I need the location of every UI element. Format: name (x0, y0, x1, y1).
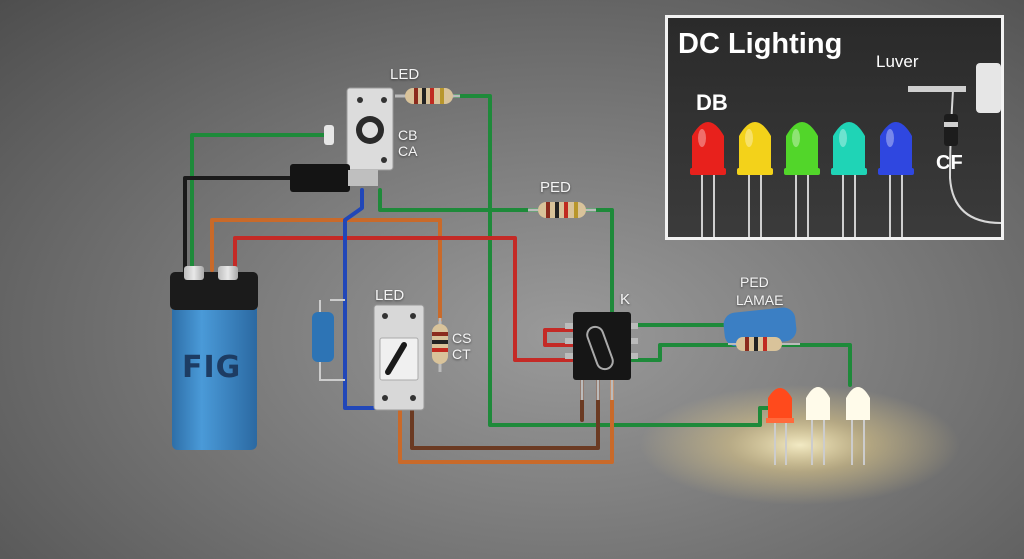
wire-green-right2 (630, 343, 852, 387)
label-led-mid: LED (375, 287, 405, 304)
inset-led-cyan (831, 122, 867, 237)
label-ct: CT (452, 346, 471, 362)
inset-led-row (690, 63, 1001, 237)
label-led-top: LED (390, 66, 420, 83)
inset-led-red (690, 122, 726, 237)
wire-green-led-resistor (453, 94, 782, 427)
ic-k (565, 312, 638, 400)
resistor-ped (528, 202, 596, 218)
wire-brown (410, 378, 600, 450)
inset-probe (908, 86, 966, 92)
inset-db-label: DB (696, 90, 728, 115)
inset-luver-label: Luver (876, 52, 919, 71)
led-white-output-2 (846, 387, 870, 465)
inset-led-green (784, 122, 820, 237)
battery-brand-label: FIG (182, 350, 242, 385)
label-cs: CS (452, 330, 472, 346)
wire-green-ped-k (583, 208, 614, 320)
wire-blue (343, 188, 382, 410)
led-white-output-1 (806, 387, 830, 465)
label-ca: CA (398, 143, 418, 159)
component-lamae (723, 307, 800, 351)
wire-orange-bottom (398, 378, 614, 464)
label-lamae: LAMAE (736, 292, 784, 308)
wire-green-top (190, 133, 332, 277)
dc-lighting-inset: DC Lighting Luver DB CF (665, 15, 1004, 240)
label-ped-mid: PED (540, 179, 571, 196)
label-cb: CB (398, 127, 418, 143)
resistor-cs (432, 318, 448, 372)
battery (170, 266, 258, 450)
inset-led-blue (878, 122, 914, 237)
inset-title: DC Lighting (678, 28, 843, 60)
led-glow (640, 385, 960, 505)
inset-plug (976, 63, 1001, 113)
inset-cable (948, 89, 1001, 224)
inset-diode (944, 114, 958, 146)
wire-red-k (543, 328, 574, 347)
inset-led-yellow (737, 122, 773, 237)
wire-red (233, 236, 574, 362)
label-ped-right: PED (740, 274, 769, 290)
black-connector (290, 164, 350, 192)
wire-orange (210, 218, 442, 322)
led-red-output (766, 388, 794, 465)
switch-middle (373, 304, 425, 411)
capacitor-blue (312, 299, 345, 381)
wire-black (183, 176, 297, 277)
potentiometer-top (324, 87, 394, 171)
resistor-top (395, 88, 460, 104)
wire-green-ped (378, 188, 542, 212)
label-k: K (620, 291, 631, 308)
output-leds (766, 387, 870, 465)
